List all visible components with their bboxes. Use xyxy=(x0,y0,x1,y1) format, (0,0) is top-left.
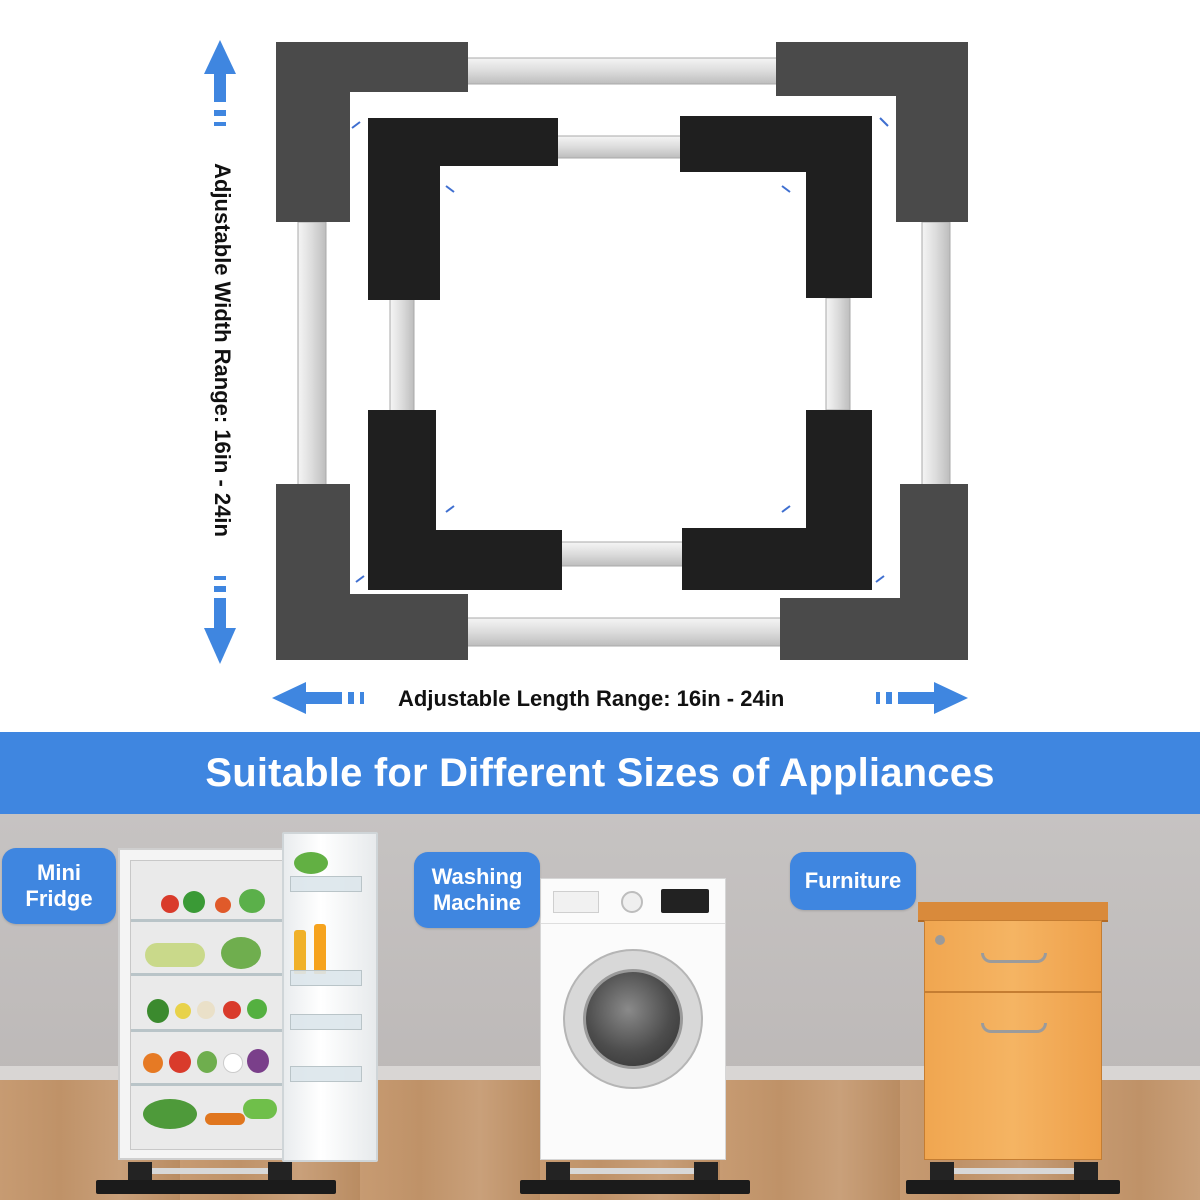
lettuce-icon xyxy=(183,891,205,913)
mushroom-icon xyxy=(197,1001,215,1019)
label-mini-fridge: Mini Fridge xyxy=(2,848,116,924)
fridge-shelf xyxy=(131,973,283,976)
label-washing-machine: Washing Machine xyxy=(414,852,540,928)
cucumber-icon xyxy=(243,1099,277,1119)
outer-rail-right xyxy=(921,221,951,493)
washer-door xyxy=(563,949,703,1089)
inner-corner-bottom-left xyxy=(368,410,562,590)
outer-corner-bottom-right xyxy=(780,484,968,660)
broccoli-icon xyxy=(143,1099,197,1129)
width-arrow-up xyxy=(204,40,236,126)
outer-corner-top-left xyxy=(276,42,468,222)
lettuce-icon xyxy=(294,852,328,874)
suitability-banner: Suitable for Different Sizes of Applianc… xyxy=(0,732,1200,814)
outer-rail-left xyxy=(297,221,327,499)
stand-base xyxy=(906,1180,1120,1194)
lock-icon xyxy=(935,935,945,945)
tomato-icon xyxy=(169,1051,191,1073)
mini-fridge xyxy=(118,848,296,1160)
stand-leg xyxy=(128,1162,152,1180)
door-bin xyxy=(290,1014,362,1030)
stand-rail xyxy=(152,1168,268,1174)
stand-leg xyxy=(268,1162,292,1180)
carrot-icon xyxy=(205,1113,245,1125)
outer-rail-top xyxy=(461,57,781,85)
length-arrow-left xyxy=(272,682,364,714)
broccoli-icon xyxy=(147,999,169,1023)
onion-icon xyxy=(247,1049,269,1073)
length-range-label: Adjustable Length Range: 16in - 24in xyxy=(398,686,785,711)
stand-leg xyxy=(694,1162,718,1180)
apple-icon xyxy=(247,999,267,1019)
stand-rail xyxy=(954,1168,1074,1174)
door-bin xyxy=(290,1066,362,1082)
appliance-scene: Mini Fridge Washing Machine Furniture xyxy=(0,814,1200,1200)
zucchini-icon xyxy=(145,943,205,967)
outer-corner-bottom-left xyxy=(276,484,468,660)
dial-knob-icon xyxy=(621,891,643,913)
orange-icon xyxy=(143,1053,163,1073)
stand-leg xyxy=(1074,1162,1098,1180)
stand-base xyxy=(96,1180,336,1194)
onion-icon xyxy=(223,1053,243,1073)
stand-leg xyxy=(546,1162,570,1180)
slot-accents xyxy=(351,117,889,583)
fridge-shelf xyxy=(131,1029,283,1032)
washer-display xyxy=(661,889,709,913)
drawer-divider xyxy=(925,991,1101,993)
width-arrow-down xyxy=(204,576,236,664)
door-bin xyxy=(290,970,362,986)
drawer-handle xyxy=(981,953,1047,963)
juice-bottle-icon xyxy=(294,930,306,974)
fridge-shelf xyxy=(131,1083,283,1086)
washer-drum-window xyxy=(583,969,683,1069)
inner-corner-top-right xyxy=(680,116,872,298)
drawer-handle xyxy=(981,1023,1047,1033)
outer-corner-top-right xyxy=(776,42,968,222)
inner-corner-bottom-right xyxy=(682,410,872,590)
juice-bottle-icon xyxy=(314,924,326,974)
door-bin xyxy=(290,876,362,892)
cabinet-top xyxy=(918,902,1108,922)
adjustable-stand-illustration xyxy=(204,40,968,714)
inner-corner-top-left xyxy=(368,118,558,300)
width-range-label: Adjustable Width Range: 16in - 24in xyxy=(210,163,235,537)
wooden-cabinet xyxy=(924,920,1102,1160)
fridge-door xyxy=(282,832,378,1162)
length-arrow-right xyxy=(876,682,968,714)
tomato-icon xyxy=(161,895,179,913)
inner-rail-bottom xyxy=(559,541,685,567)
detergent-drawer xyxy=(553,891,599,913)
outer-rail-bottom xyxy=(455,617,783,647)
banner-title: Suitable for Different Sizes of Applianc… xyxy=(205,750,995,795)
apple-icon xyxy=(223,1001,241,1019)
washing-machine xyxy=(540,878,726,1160)
fridge-interior xyxy=(130,860,284,1150)
fridge-shelf xyxy=(131,919,283,922)
lemon-icon xyxy=(175,1003,191,1019)
cabbage-icon xyxy=(239,889,265,913)
cabbage-icon xyxy=(221,937,261,969)
stand-rail xyxy=(570,1168,694,1174)
inner-rail-left xyxy=(389,297,415,413)
washer-control-panel xyxy=(541,879,725,924)
pepper-icon xyxy=(215,897,231,913)
pepper-icon xyxy=(197,1051,217,1073)
stand-leg xyxy=(930,1162,954,1180)
inner-rail-top xyxy=(555,135,685,159)
stand-diagram: Adjustable Width Range: 16in - 24in Adju… xyxy=(204,40,968,714)
inner-rail-right xyxy=(825,297,851,411)
label-furniture: Furniture xyxy=(790,852,916,910)
stand-base xyxy=(520,1180,750,1194)
